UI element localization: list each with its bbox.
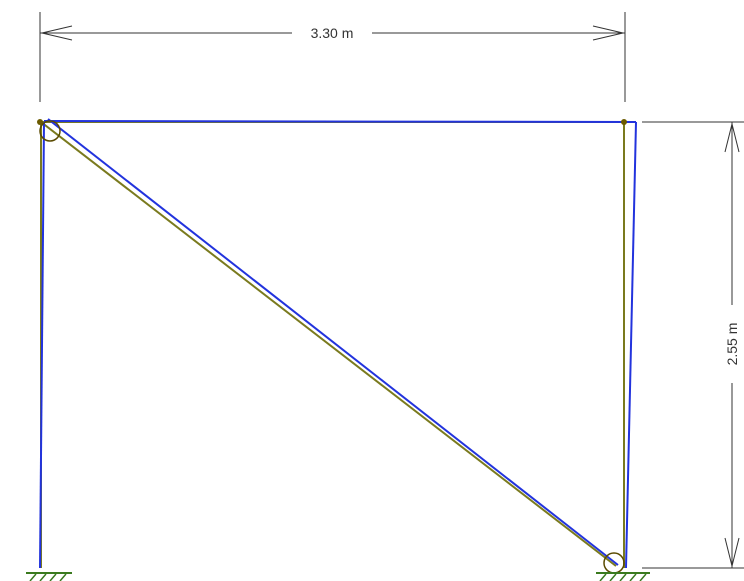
right-column-deformed [625,121,637,569]
diagonal-brace-original [40,121,617,567]
top-right-node [621,119,627,125]
left-column-deformed [39,121,45,569]
height-arrow-top-icon [724,123,740,153]
height-dimension: 2.55 m [642,121,744,569]
right-support-hatch [619,573,627,581]
diagonal-brace-deformed [47,118,619,566]
left-support-hatch [59,573,67,581]
right-support-hatch [609,573,617,581]
deformed-shape [39,118,637,569]
height-label: 2.55 m [724,323,740,366]
left-support-hatch [49,573,57,581]
width-arrow-left-icon [41,25,73,41]
right-support [596,572,650,581]
top-left-node [37,119,43,125]
width-arrow-right-icon [592,25,624,41]
left-support-hatch [39,573,47,581]
top-beam-deformed [43,120,637,123]
right-support-hatch [599,573,607,581]
height-arrow-bottom-icon [724,537,740,567]
width-label: 3.30 m [311,25,354,41]
top-left-hinge-icon [39,120,61,142]
left-support-hatch [29,573,37,581]
right-support-hatch [629,573,637,581]
right-support-hatch [639,573,647,581]
width-dimension: 3.30 m [39,12,626,102]
left-support [26,572,72,581]
